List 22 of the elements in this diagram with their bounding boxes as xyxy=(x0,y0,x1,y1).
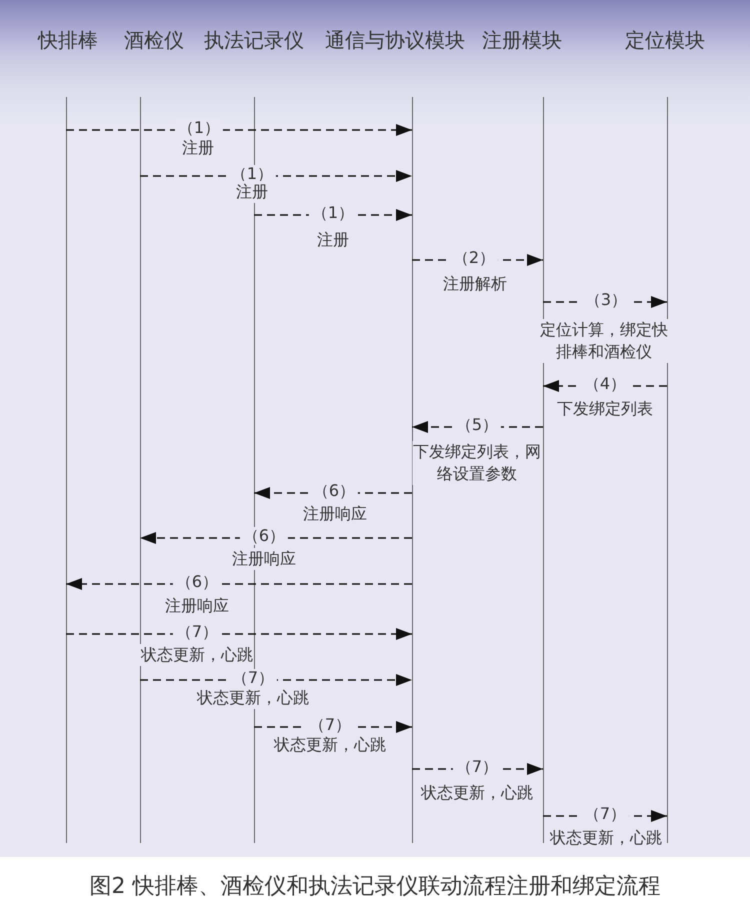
participant-label: 定位模块 xyxy=(625,27,705,54)
participant-label: 快排棒 xyxy=(38,27,98,54)
participant-label: 注册模块 xyxy=(482,27,562,54)
message-label: 下发绑定列表，网络设置参数 xyxy=(412,441,542,485)
message-label: 定位计算，绑定快排棒和酒检仪 xyxy=(540,319,668,363)
edge-label: （1） xyxy=(174,119,224,137)
message-label: 注册响应 xyxy=(231,548,297,570)
edge-label: （3） xyxy=(582,291,630,309)
figure-caption: 图2 快排棒、酒检仪和执法记录仪联动流程注册和绑定流程 xyxy=(88,873,662,901)
message-arrow xyxy=(66,124,412,136)
edge-label: （2） xyxy=(450,249,498,267)
edge-label: （7） xyxy=(580,805,630,823)
participant-label: 通信与协议模块 xyxy=(325,27,465,54)
message-label: 状态更新，心跳 xyxy=(140,644,254,666)
edge-label: （7） xyxy=(228,669,278,687)
edge-label: （7） xyxy=(306,716,354,734)
message-label: 状态更新，心跳 xyxy=(196,687,310,709)
message-label: 注册 xyxy=(235,181,269,203)
edge-label: （6） xyxy=(240,527,288,545)
participant-label: 酒检仪 xyxy=(124,27,184,54)
edge-label: （4） xyxy=(580,375,630,393)
participant-label: 执法记录仪 xyxy=(204,27,304,54)
